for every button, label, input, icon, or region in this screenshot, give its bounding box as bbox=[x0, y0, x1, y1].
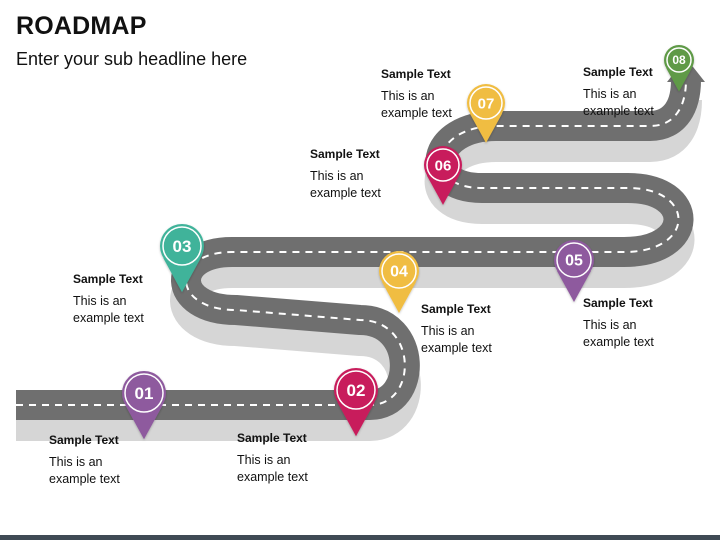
milestone-number: 08 bbox=[672, 53, 686, 67]
milestone-title: Sample Text bbox=[421, 302, 491, 316]
milestone-title: Sample Text bbox=[310, 147, 380, 161]
milestone-title: Sample Text bbox=[583, 296, 653, 310]
milestone-number: 01 bbox=[135, 384, 154, 403]
pin-ring bbox=[426, 148, 460, 182]
pin-tail bbox=[557, 271, 591, 302]
milestone-number: 04 bbox=[390, 264, 408, 281]
pin-ring bbox=[556, 242, 592, 278]
milestone-title: Sample Text bbox=[381, 67, 451, 81]
pin-head bbox=[554, 240, 594, 280]
milestone-label-6: Sample Text This is an example text bbox=[310, 146, 440, 202]
milestone-label-8: Sample Text This is an example text bbox=[583, 64, 713, 120]
milestone-number: 07 bbox=[478, 95, 495, 112]
milestone-pin-4: 04 bbox=[379, 251, 419, 313]
pin-ring bbox=[162, 226, 202, 266]
pin-ring bbox=[381, 253, 417, 289]
pin-head bbox=[122, 371, 166, 415]
pin-head bbox=[160, 224, 204, 268]
milestone-label-7: Sample Text This is an example text bbox=[381, 66, 511, 122]
road bbox=[16, 79, 701, 420]
pin-ring bbox=[124, 373, 164, 413]
milestone-title: Sample Text bbox=[73, 272, 143, 286]
milestone-body: This is an example text bbox=[583, 87, 654, 118]
milestone-pin-6: 06 bbox=[424, 146, 462, 205]
pin-tail bbox=[382, 282, 416, 313]
pin-tail bbox=[469, 113, 503, 143]
pin-tail bbox=[163, 258, 201, 293]
pin-head bbox=[467, 84, 505, 122]
milestone-number: 03 bbox=[173, 237, 192, 256]
milestone-title: Sample Text bbox=[49, 433, 119, 447]
pin-ring bbox=[469, 86, 503, 120]
milestone-body: This is an example text bbox=[310, 169, 381, 200]
pin-head bbox=[379, 251, 419, 291]
milestone-title: Sample Text bbox=[583, 65, 653, 79]
pin-head bbox=[334, 368, 378, 412]
milestone-body: This is an example text bbox=[583, 318, 654, 349]
milestone-body: This is an example text bbox=[237, 453, 308, 484]
milestone-pin-5: 05 bbox=[554, 240, 594, 302]
footer-bar bbox=[0, 535, 720, 540]
milestone-label-5: Sample Text This is an example text bbox=[583, 295, 713, 351]
milestone-body: This is an example text bbox=[49, 455, 120, 486]
milestone-label-4: Sample Text This is an example text bbox=[421, 301, 551, 357]
pin-ring bbox=[336, 370, 376, 410]
milestone-label-2: Sample Text This is an example text bbox=[237, 430, 367, 486]
milestone-label-1: Sample Text This is an example text bbox=[49, 432, 179, 488]
milestone-number: 02 bbox=[347, 381, 366, 400]
pin-tail bbox=[666, 68, 692, 92]
pin-ring bbox=[666, 47, 692, 73]
milestone-pin-3: 03 bbox=[160, 224, 204, 293]
slide-title: ROADMAP bbox=[16, 12, 147, 40]
milestone-pin-8: 08 bbox=[664, 45, 694, 92]
milestone-number: 05 bbox=[565, 253, 583, 270]
milestone-pin-1: 01 bbox=[122, 371, 166, 440]
milestone-body: This is an example text bbox=[421, 324, 492, 355]
milestone-pin-7: 07 bbox=[467, 84, 505, 143]
pin-head bbox=[664, 45, 694, 75]
milestone-label-3: Sample Text This is an example text bbox=[73, 271, 203, 327]
pin-tail bbox=[125, 405, 163, 440]
slide-subtitle: Enter your sub headline here bbox=[16, 49, 248, 69]
milestone-body: This is an example text bbox=[73, 294, 144, 325]
pin-tail bbox=[337, 402, 375, 437]
pin-tail bbox=[426, 175, 460, 205]
milestone-body: This is an example text bbox=[381, 89, 452, 120]
pin-head bbox=[424, 146, 462, 184]
milestone-number: 06 bbox=[435, 157, 452, 174]
milestone-title: Sample Text bbox=[237, 431, 307, 445]
milestone-pin-2: 02 bbox=[334, 368, 378, 437]
